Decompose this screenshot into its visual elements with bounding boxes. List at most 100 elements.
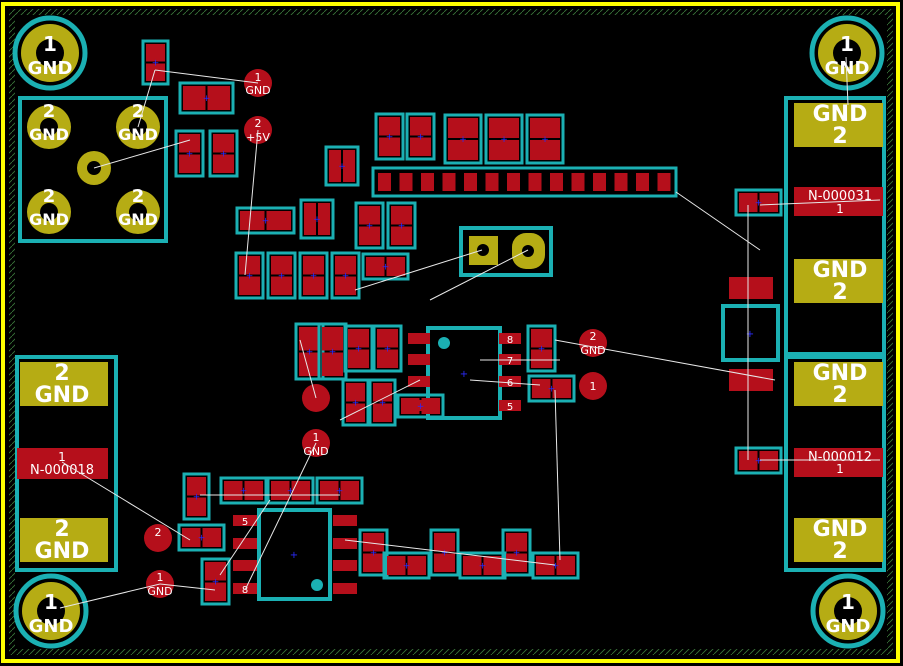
smd-part[interactable]: + [443, 113, 483, 165]
svg-text:+: + [287, 487, 295, 497]
svg-text:+: + [460, 369, 468, 380]
svg-text:+: + [152, 59, 160, 69]
net-label: N-000031 [808, 189, 872, 204]
smd-part[interactable]: + [208, 129, 239, 178]
smd-part[interactable]: + [343, 324, 374, 373]
pin-number: 5 [242, 517, 248, 528]
svg-text:+: + [370, 549, 378, 559]
smd-part[interactable]: + [294, 322, 325, 381]
smd-part[interactable]: + [177, 523, 226, 552]
smd-part[interactable]: + [531, 551, 580, 580]
smd-part[interactable]: + [358, 528, 389, 577]
svg-text:+: + [212, 578, 220, 588]
resistor-array-strip[interactable] [371, 166, 678, 198]
connector-right-lower[interactable]: GND 2 N-000012 1 GND 2 [784, 355, 886, 572]
smd-part[interactable]: + [501, 528, 532, 577]
net-label: GND [826, 616, 871, 637]
pad-number: 2 [54, 361, 69, 386]
svg-text:+: + [198, 534, 206, 544]
svg-text:+: + [548, 385, 556, 395]
smd-parts: + + + + + + + + + + + + + + + + + + + + + + + + + + + + + + + + + + + + + + + +… [141, 39, 783, 606]
smd-part[interactable]: + [219, 476, 268, 505]
svg-text:+: + [541, 135, 549, 145]
svg-text:+: + [203, 94, 211, 104]
smd-part[interactable]: + [178, 81, 235, 115]
svg-text:+: + [352, 399, 360, 409]
test-point-1-right[interactable]: 1 [579, 372, 607, 400]
crystal-oscillator[interactable] [459, 226, 553, 277]
smd-part[interactable]: + [341, 378, 370, 427]
smd-part[interactable]: + [368, 378, 397, 427]
smd-part[interactable]: + [429, 528, 460, 577]
net-label: GND [28, 58, 73, 79]
svg-text:+: + [755, 457, 763, 467]
net-label: GND [147, 585, 172, 598]
smd-part[interactable]: + [324, 145, 360, 187]
mounting-hole-bottom-right[interactable]: 1 GND [810, 573, 886, 649]
component-right-square[interactable]: + [721, 277, 780, 391]
smd-part[interactable]: + [200, 557, 231, 606]
svg-text:+: + [500, 135, 508, 145]
smd-part[interactable]: + [734, 446, 783, 475]
mounting-hole-bottom-left[interactable]: 1 GND [13, 573, 89, 649]
smd-part[interactable]: + [484, 113, 524, 165]
smd-part[interactable]: + [266, 476, 315, 505]
smd-part[interactable]: + [526, 324, 557, 373]
connector-right-upper[interactable]: GND 2 N-000031 1 GND 2 [784, 96, 886, 356]
pad-number: 1 [58, 450, 66, 464]
smd-part[interactable]: + [527, 374, 576, 403]
smd-part[interactable]: + [174, 129, 205, 178]
smd-part[interactable]: + [361, 252, 410, 281]
svg-text:+: + [417, 133, 425, 143]
pad-number: 1 [44, 590, 58, 614]
smd-part[interactable]: + [354, 201, 385, 250]
svg-text:+: + [403, 562, 411, 572]
net-label: GND [825, 58, 870, 79]
pad-number: 2 [832, 280, 847, 305]
mounting-hole-top-left[interactable]: 1 GND [12, 15, 88, 91]
pad-number: 2 [832, 124, 847, 149]
smd-part[interactable]: + [182, 472, 211, 521]
svg-text:+: + [386, 133, 394, 143]
smd-part[interactable]: + [298, 251, 329, 300]
pad-number: 1 [255, 71, 262, 84]
connector-left-edge[interactable]: 2 GND 1 N-000018 2 GND [15, 355, 118, 572]
smd-part[interactable]: + [382, 551, 431, 580]
test-point-gnd-right[interactable]: 2 GND [579, 329, 607, 357]
smd-part[interactable]: + [734, 188, 783, 217]
pad-number: 1 [840, 32, 854, 56]
test-point-2-bottom[interactable]: 2 [144, 524, 172, 552]
smd-part[interactable]: + [405, 112, 436, 161]
smd-part[interactable]: + [235, 206, 296, 235]
smd-part[interactable]: + [266, 251, 297, 300]
net-label: GND [118, 125, 158, 144]
smd-part[interactable]: + [234, 251, 265, 300]
svg-text:+: + [479, 562, 487, 572]
smd-part[interactable]: + [372, 324, 403, 373]
svg-text:+: + [313, 215, 321, 225]
svg-text:+: + [398, 222, 406, 232]
smd-part[interactable]: + [299, 198, 335, 240]
smd-part[interactable]: + [525, 113, 565, 165]
svg-text:+: + [240, 487, 248, 497]
ic-so8-bottom[interactable]: 5 8 + [233, 508, 357, 601]
net-label: GND [813, 102, 868, 127]
smd-part[interactable]: + [374, 112, 405, 161]
pad-number: 2 [832, 539, 847, 564]
smd-part[interactable]: + [396, 393, 445, 419]
svg-text:+: + [552, 562, 560, 572]
smd-part[interactable]: + [315, 476, 364, 505]
smd-part[interactable]: + [458, 551, 507, 580]
svg-text:+: + [220, 150, 228, 160]
smd-part[interactable]: + [386, 201, 417, 250]
connector-bnc[interactable]: 2 GND 2 GND 2 GND 2 GND [18, 96, 168, 243]
smd-part[interactable]: + [330, 251, 361, 300]
pad-number: 1 [43, 32, 57, 56]
svg-text:+: + [338, 162, 346, 172]
svg-text:+: + [379, 399, 387, 409]
svg-text:+: + [538, 345, 546, 355]
pad-number: 2 [255, 117, 262, 130]
pin-number: 8 [242, 585, 248, 596]
smd-part[interactable]: + [141, 39, 170, 86]
